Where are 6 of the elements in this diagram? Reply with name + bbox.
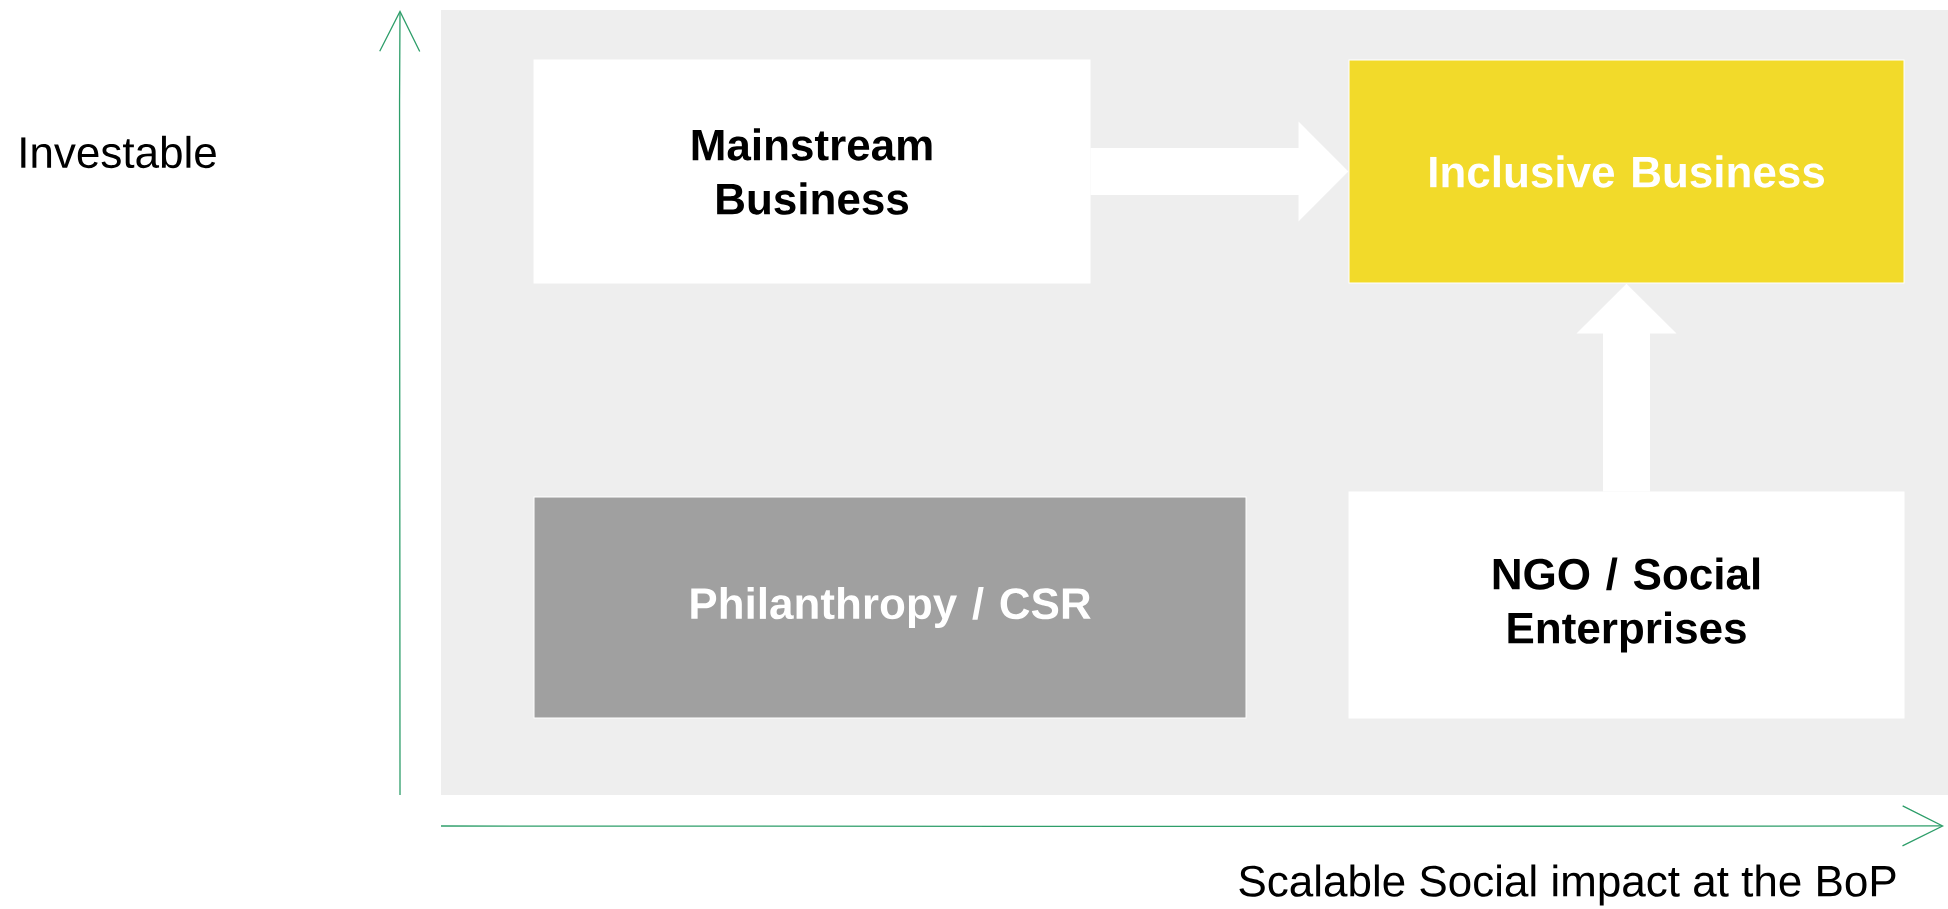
quadrant-box: NGO / Social Enterprises — [1348, 491, 1905, 719]
quadrant-box: Inclusive Business — [1348, 59, 1905, 284]
quadrant-box: Philanthropy / CSR — [533, 496, 1247, 719]
axis-label: Investable — [21, 135, 216, 169]
axis-label: Scalable Social impact at the BoP — [1239, 864, 1896, 906]
quadrant-box: Mainstream Business — [533, 59, 1091, 284]
